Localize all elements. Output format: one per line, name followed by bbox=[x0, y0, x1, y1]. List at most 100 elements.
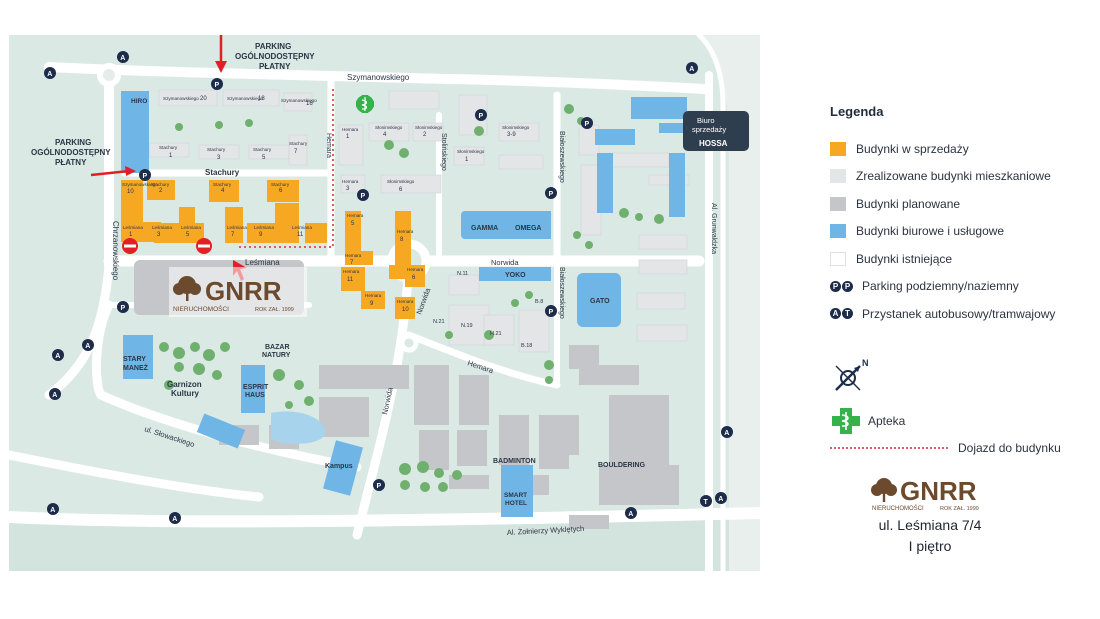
svg-text:A: A bbox=[55, 353, 60, 360]
svg-text:N.19: N.19 bbox=[461, 323, 473, 329]
legend-item-residential: Zrealizowane budynki mieszkaniowe bbox=[830, 163, 1090, 191]
svg-text:Słonimskiego: Słonimskiego bbox=[387, 179, 415, 184]
no-entry-signs bbox=[122, 238, 212, 254]
bus-stop-markers: A A A A A A A A A A T A bbox=[44, 51, 733, 524]
svg-text:Słonimskiego: Słonimskiego bbox=[375, 125, 403, 130]
svg-text:A: A bbox=[628, 511, 633, 518]
access-route bbox=[239, 89, 334, 248]
compass-icon: N bbox=[835, 358, 869, 391]
svg-text:Hemara: Hemara bbox=[347, 213, 364, 218]
roundabout-hemara bbox=[399, 333, 419, 353]
svg-text:Stachury: Stachury bbox=[159, 145, 178, 150]
label-kampus: Kampus bbox=[325, 463, 353, 470]
svg-text:Hemara: Hemara bbox=[407, 267, 424, 272]
svg-text:NIERUCHOMOŚCI: NIERUCHOMOŚCI bbox=[872, 504, 924, 512]
svg-text:Szymanowskiego: Szymanowskiego bbox=[122, 182, 158, 187]
svg-text:Stachury: Stachury bbox=[289, 141, 308, 146]
svg-text:A: A bbox=[172, 516, 177, 523]
svg-text:9: 9 bbox=[370, 301, 374, 307]
svg-text:6: 6 bbox=[279, 188, 283, 194]
svg-text:A: A bbox=[47, 71, 52, 78]
svg-text:Leśmiana: Leśmiana bbox=[123, 225, 143, 230]
label-smart: SMART bbox=[504, 492, 527, 499]
label-hotel: HOTEL bbox=[505, 500, 527, 507]
svg-text:5: 5 bbox=[262, 155, 266, 161]
svg-text:7: 7 bbox=[231, 232, 235, 238]
svg-text:HOSSA: HOSSA bbox=[699, 139, 728, 148]
pharmacy-legend-icon bbox=[832, 408, 860, 434]
svg-text:9: 9 bbox=[259, 232, 263, 238]
svg-text:Hemara: Hemara bbox=[365, 293, 382, 298]
svg-text:Leśmiana: Leśmiana bbox=[152, 225, 172, 230]
svg-text:T: T bbox=[704, 499, 709, 506]
svg-text:Szymanowskiego: Szymanowskiego bbox=[227, 96, 263, 101]
svg-text:Hemara: Hemara bbox=[343, 269, 360, 274]
svg-text:B.18: B.18 bbox=[521, 343, 532, 349]
map-logo: GNRR NIERUCHOMOŚCI ROK ZAŁ. 1999 bbox=[169, 267, 307, 317]
swatch-sale bbox=[830, 141, 846, 156]
svg-text:Stachury: Stachury bbox=[151, 182, 170, 187]
svg-text:18: 18 bbox=[258, 96, 265, 102]
swatch-existing bbox=[830, 251, 846, 266]
svg-text:GNRR: GNRR bbox=[205, 276, 282, 306]
estate-map[interactable]: Szymanowskiego Chrzanowskiego Stachury L… bbox=[9, 35, 760, 571]
label-bouldering: BOULDERING bbox=[598, 462, 646, 469]
office-buildings[interactable] bbox=[121, 91, 687, 517]
existing-residential bbox=[148, 89, 690, 353]
svg-text:P: P bbox=[121, 305, 126, 312]
svg-text:B.8: B.8 bbox=[535, 299, 543, 305]
svg-text:N: N bbox=[862, 358, 869, 368]
sales-office-badge[interactable]: Biuro sprzedaży HOSSA bbox=[683, 111, 749, 151]
svg-text:Stachury: Stachury bbox=[213, 182, 232, 187]
svg-text:4: 4 bbox=[221, 188, 225, 194]
svg-text:Stachury: Stachury bbox=[207, 147, 226, 152]
legend: Legenda Budynki w sprzedaży Zrealizowane… bbox=[830, 104, 1090, 328]
svg-text:Słonimskiego: Słonimskiego bbox=[502, 125, 530, 130]
dotted-line bbox=[830, 447, 948, 449]
svg-text:H.21: H.21 bbox=[490, 331, 502, 337]
svg-text:Leśmiana: Leśmiana bbox=[227, 225, 247, 230]
roundabout-nw bbox=[97, 63, 121, 87]
street-zolnierzy: Al. Żołnierzy Wyklętych bbox=[507, 524, 585, 537]
svg-text:N.21: N.21 bbox=[433, 319, 445, 325]
label-omega: OMEGA bbox=[515, 225, 541, 232]
buildings-for-sale[interactable] bbox=[121, 180, 425, 319]
svg-text:A: A bbox=[120, 55, 125, 62]
svg-text:4: 4 bbox=[383, 132, 387, 138]
svg-text:P: P bbox=[377, 483, 382, 490]
svg-text:1: 1 bbox=[129, 232, 133, 238]
svg-text:3: 3 bbox=[157, 232, 161, 238]
svg-text:3-9: 3-9 bbox=[507, 132, 516, 138]
parking-label-top: PARKING OGÓLNODOSTĘPNY PŁATNY bbox=[235, 42, 315, 71]
svg-text:Leśmiana: Leśmiana bbox=[181, 225, 201, 230]
svg-text:Hemara: Hemara bbox=[342, 179, 359, 184]
svg-text:Leśmiana: Leśmiana bbox=[254, 225, 274, 230]
label-kultury: Kultury bbox=[171, 389, 200, 398]
swatch-planned bbox=[830, 196, 846, 211]
svg-text:Hemara: Hemara bbox=[397, 299, 414, 304]
svg-text:P: P bbox=[549, 309, 554, 316]
svg-text:A: A bbox=[50, 507, 55, 514]
label-badminton: BADMINTON bbox=[493, 458, 536, 465]
svg-text:PŁATNY: PŁATNY bbox=[55, 158, 87, 167]
svg-text:PŁATNY: PŁATNY bbox=[259, 62, 291, 71]
swatch-residential bbox=[830, 169, 846, 184]
legend-title: Legenda bbox=[830, 104, 884, 119]
svg-text:A: A bbox=[85, 343, 90, 350]
svg-text:3: 3 bbox=[217, 155, 221, 161]
svg-text:2: 2 bbox=[159, 188, 163, 194]
svg-text:10: 10 bbox=[127, 189, 134, 195]
svg-text:Słonimskiego: Słonimskiego bbox=[457, 149, 485, 154]
brand-logo: GNRR NIERUCHOMOŚCI ROK ZAŁ. 1999 bbox=[870, 472, 990, 519]
svg-text:Stachury: Stachury bbox=[271, 182, 290, 187]
svg-text:3: 3 bbox=[346, 186, 350, 192]
svg-text:P: P bbox=[143, 173, 148, 180]
trees bbox=[159, 104, 664, 492]
svg-text:1: 1 bbox=[465, 157, 469, 163]
label-yoko: YOKO bbox=[505, 272, 526, 279]
legend-item-planned: Budynki planowane bbox=[830, 190, 1090, 218]
svg-text:Hemara: Hemara bbox=[342, 127, 359, 132]
svg-text:6: 6 bbox=[399, 187, 403, 193]
